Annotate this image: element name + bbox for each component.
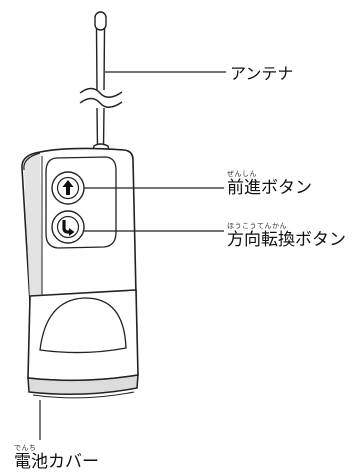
forward-button-label: ぜんしん 前進ボタン xyxy=(227,170,312,198)
battery-cover xyxy=(27,289,139,399)
antenna-label: アンテナ xyxy=(230,64,293,84)
arrow-up-icon xyxy=(62,180,74,195)
turn-arrow-icon xyxy=(62,220,75,236)
antenna-rod-left xyxy=(95,27,98,91)
antenna-rod-lower-left xyxy=(96,107,99,149)
forward-button-label-ruby: ぜんしん xyxy=(227,170,257,178)
leader-lines xyxy=(39,71,226,440)
turn-button-label-text: 方向転換ボタン xyxy=(227,230,346,250)
turn-button-label: ほうこうてんかん 方向転換ボタン xyxy=(227,222,346,250)
turn-button[interactable] xyxy=(51,210,85,244)
antenna-rod-right xyxy=(103,27,106,91)
forward-button[interactable] xyxy=(51,171,85,205)
forward-button-label-text: 前進ボタン xyxy=(227,178,312,198)
antenna-rod-lower-right xyxy=(102,107,105,149)
antenna-label-text: アンテナ xyxy=(230,64,294,83)
battery-cover-label: でんち 電池カバー xyxy=(14,444,99,472)
antenna xyxy=(94,11,107,149)
turn-button-label-ruby: ほうこうてんかん xyxy=(227,222,287,230)
battery-cover-label-text: 電池カバー xyxy=(14,452,99,472)
antenna-tip xyxy=(94,11,107,31)
antenna-break-mark xyxy=(79,87,123,108)
battery-cover-label-ruby: でんち xyxy=(14,444,37,452)
